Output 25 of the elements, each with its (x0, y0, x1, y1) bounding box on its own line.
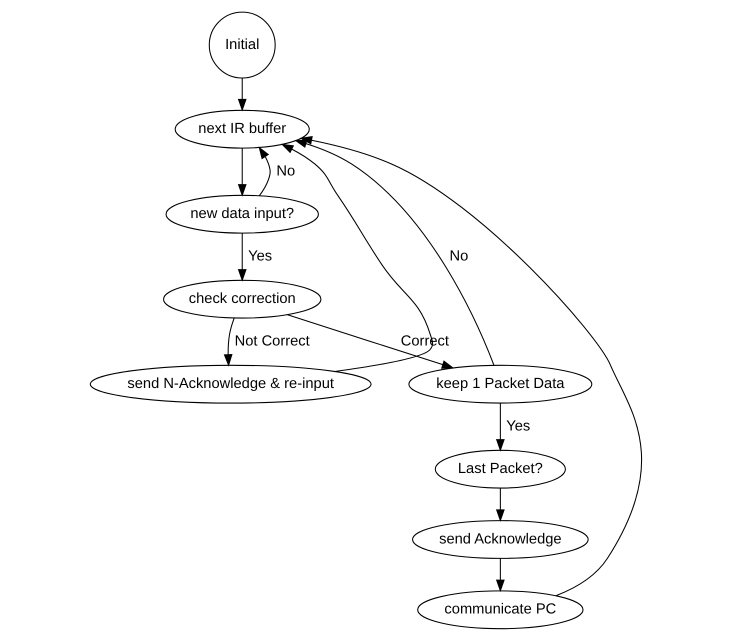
edge-label: No (449, 248, 468, 265)
arrow (495, 558, 504, 592)
node-ellipse: Last Packet? (434, 450, 566, 489)
arrow (237, 78, 246, 112)
arrow (223, 318, 234, 367)
arrow (495, 488, 504, 522)
node-ellipse: send Acknowledge (412, 520, 588, 559)
edge-label: Not Correct (234, 334, 310, 350)
node-ellipse: keep 1 Packet Data (408, 364, 592, 404)
node-ellipse: check correction (162, 280, 321, 319)
arrow (280, 144, 433, 372)
node-ellipse: new data input? (165, 194, 318, 234)
node-ellipse: communicate PC (416, 590, 584, 630)
arrow (495, 403, 504, 452)
edge-label: Yes (506, 418, 530, 435)
arrow (237, 148, 246, 197)
edge-label: No (276, 164, 295, 180)
arrow (294, 139, 494, 366)
arrow (286, 314, 454, 369)
arrow (299, 136, 642, 596)
node-ellipse: send N-Acknowledge & re-input (89, 364, 372, 404)
arrow (237, 233, 246, 282)
edge-label: Yes (248, 248, 272, 265)
node-circle: Initial (208, 12, 276, 79)
arrow (258, 146, 270, 196)
